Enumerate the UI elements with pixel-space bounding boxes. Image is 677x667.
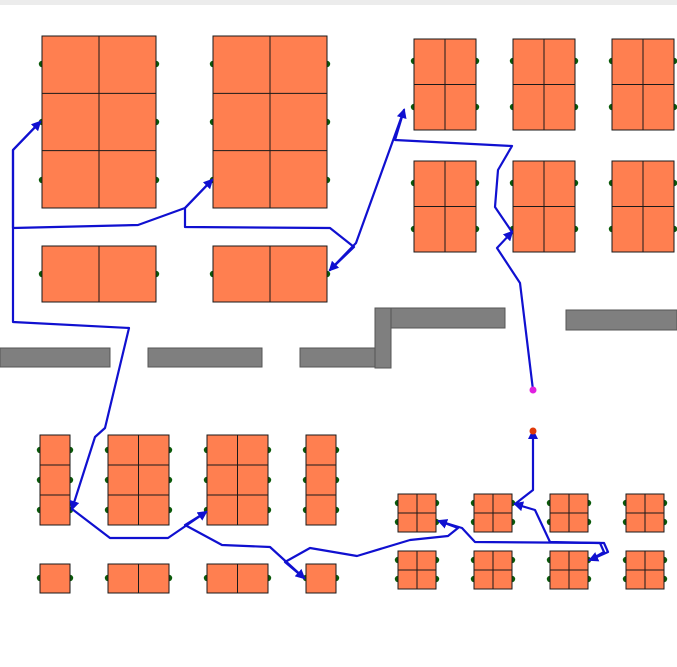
storage-shelf: [509, 38, 579, 131]
wall-segment: [565, 309, 677, 331]
walls-layer: [0, 307, 677, 369]
route-segment: [328, 108, 406, 272]
storage-shelf: [36, 563, 74, 594]
route-segment: [437, 519, 610, 562]
top-strip: [0, 0, 677, 5]
routes-layer: [11, 108, 610, 580]
storage-shelf: [622, 550, 668, 590]
storage-shelf: [394, 493, 440, 533]
shelf-body: [305, 434, 337, 526]
route-segment: [513, 429, 538, 506]
shelf-body: [305, 563, 337, 594]
shelf-body: [39, 563, 71, 594]
storage-shelf: [302, 434, 340, 526]
route-segment: [495, 230, 535, 392]
storage-shelf: [410, 160, 480, 253]
storage-shelf: [36, 434, 74, 526]
storage-shelf: [209, 245, 331, 303]
route-segment: [11, 120, 131, 511]
shelf-body: [39, 434, 71, 526]
storage-shelf: [302, 563, 340, 594]
storage-shelf: [470, 493, 516, 533]
storage-shelf: [608, 38, 677, 131]
storage-shelf: [104, 434, 173, 526]
wall-segment: [374, 307, 392, 369]
storage-shelf: [394, 550, 440, 590]
route-segment: [513, 501, 606, 562]
storage-shelf: [203, 434, 272, 526]
storage-shelf: [608, 160, 677, 253]
storage-shelf: [410, 38, 480, 131]
storage-shelf: [509, 160, 579, 253]
storage-shelf: [622, 493, 668, 533]
storage-shelf: [546, 493, 592, 533]
storage-shelf: [104, 563, 173, 594]
route-segment: [183, 510, 306, 580]
storage-shelf: [203, 563, 272, 594]
wall-segment: [390, 307, 506, 329]
markers-layer: [529, 386, 537, 435]
route-segment: [393, 108, 514, 234]
storage-shelf: [470, 550, 516, 590]
route-end-marker: [529, 427, 537, 435]
wall-segment: [147, 347, 263, 368]
shelves-layer: [36, 35, 677, 594]
storage-shelf: [546, 550, 592, 590]
wall-segment: [0, 347, 111, 368]
storage-shelf: [38, 245, 160, 303]
storage-shelf: [209, 35, 331, 209]
wall-segment: [299, 347, 377, 368]
route-segment: [283, 519, 460, 580]
storage-shelf: [38, 35, 160, 209]
route-start-marker: [529, 386, 537, 394]
